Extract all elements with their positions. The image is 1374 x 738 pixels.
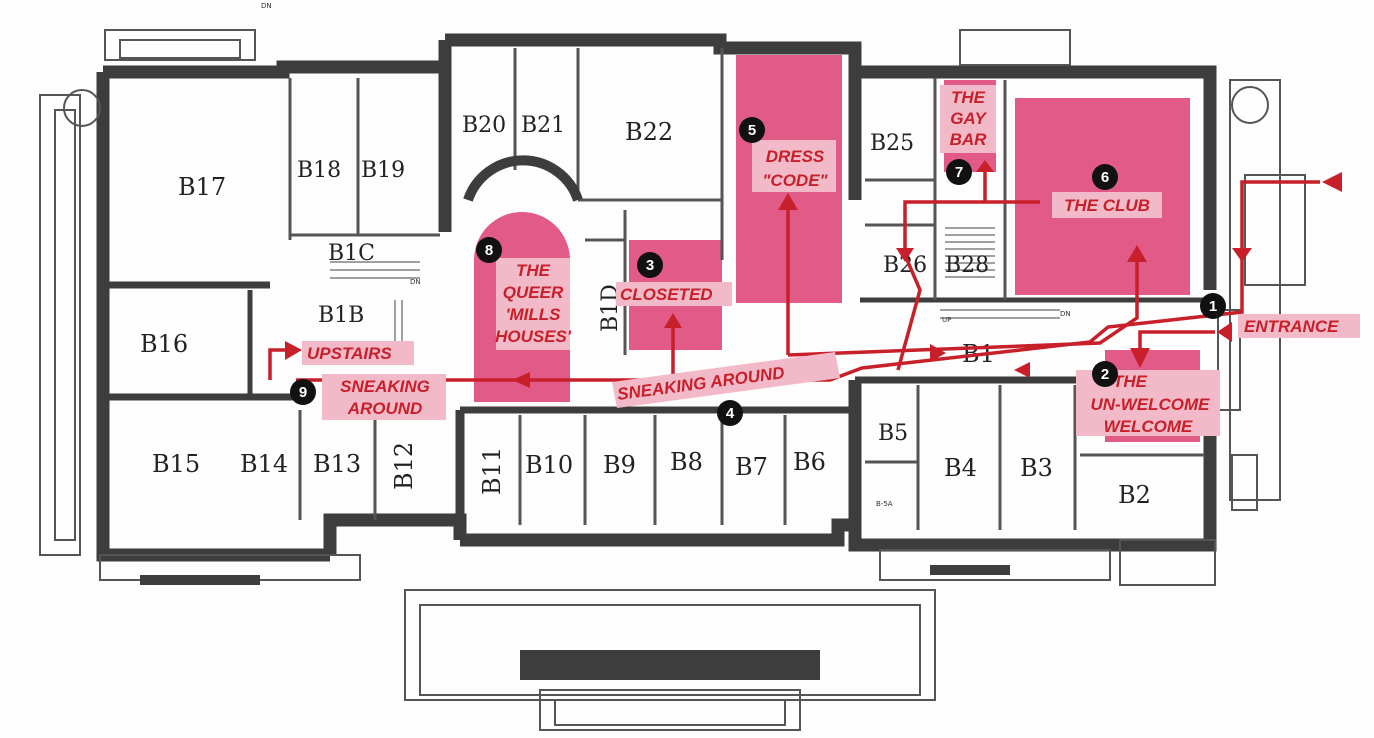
room-b17: B17 bbox=[178, 173, 226, 201]
room-partitions bbox=[288, 48, 1205, 530]
room-b1b: B1B bbox=[318, 303, 364, 328]
room-b18: B18 bbox=[297, 158, 341, 183]
route-arrowheads bbox=[285, 160, 1342, 388]
label-the-club[interactable]: THE CLUB bbox=[1064, 196, 1150, 215]
room-labels: B17 B18 B19 B20 B21 B22 B25 B26 B28 B1C … bbox=[140, 2, 1151, 509]
room-b8: B8 bbox=[670, 448, 703, 476]
label-sneaking-around-2a: SNEAKING bbox=[340, 377, 430, 396]
label-gay-bar-3: BAR bbox=[950, 130, 988, 149]
label-dress-code-1: DRESS bbox=[766, 147, 825, 166]
svg-text:7: 7 bbox=[955, 164, 963, 181]
marker-9[interactable]: 9 bbox=[290, 379, 316, 405]
room-b2: B2 bbox=[1118, 481, 1151, 509]
marker-8[interactable]: 8 bbox=[476, 237, 502, 263]
label-unwelcome-1: THE bbox=[1113, 372, 1148, 391]
marker-1[interactable]: 1 bbox=[1200, 293, 1226, 319]
room-b11: B11 bbox=[478, 447, 506, 495]
svg-text:5: 5 bbox=[748, 122, 756, 139]
stair-dn-b1c: DN bbox=[410, 278, 421, 286]
label-dress-code-2: "CODE" bbox=[762, 171, 828, 190]
label-queer-4: HOUSES' bbox=[495, 327, 572, 346]
label-queer-3: 'MILLS bbox=[505, 305, 561, 324]
room-b5: B5 bbox=[878, 421, 908, 446]
svg-text:8: 8 bbox=[485, 242, 493, 259]
marker-5[interactable]: 5 bbox=[739, 117, 765, 143]
exterior-features bbox=[39, 29, 1306, 731]
svg-text:3: 3 bbox=[646, 257, 654, 274]
label-unwelcome-2: UN-WELCOME bbox=[1091, 395, 1211, 414]
room-b4: B4 bbox=[944, 454, 977, 482]
marker-4[interactable]: 4 bbox=[717, 400, 743, 426]
room-b20: B20 bbox=[462, 113, 506, 138]
label-queer-2: QUEER bbox=[503, 283, 564, 302]
marker-3[interactable]: 3 bbox=[637, 252, 663, 278]
label-unwelcome-3: WELCOME bbox=[1104, 417, 1193, 436]
stair-dn-top: DN bbox=[261, 2, 272, 10]
room-b25: B25 bbox=[870, 131, 914, 156]
room-b6: B6 bbox=[793, 448, 826, 476]
marker-2[interactable]: 2 bbox=[1092, 361, 1118, 387]
label-entrance[interactable]: ENTRANCE bbox=[1244, 317, 1339, 336]
label-queer-1: THE bbox=[516, 261, 551, 280]
room-b10: B10 bbox=[525, 451, 573, 479]
step-markers: 1 2 3 4 5 6 7 8 9 bbox=[290, 117, 1226, 426]
label-gay-bar-2: GAY bbox=[950, 109, 987, 128]
stair-up-b1: UP bbox=[942, 316, 951, 324]
room-b21: B21 bbox=[521, 113, 565, 138]
room-b28: B28 bbox=[945, 253, 989, 278]
marker-7[interactable]: 7 bbox=[946, 159, 972, 185]
label-sneaking-around-2b: AROUND bbox=[347, 399, 423, 418]
room-b16: B16 bbox=[140, 330, 188, 358]
room-b14: B14 bbox=[240, 450, 288, 478]
svg-text:9: 9 bbox=[299, 384, 307, 401]
room-b22: B22 bbox=[625, 118, 673, 146]
room-b1c: B1C bbox=[328, 241, 375, 266]
label-sneaking-around-1: SNEAKING AROUND bbox=[616, 363, 785, 404]
svg-text:6: 6 bbox=[1101, 169, 1109, 186]
svg-text:2: 2 bbox=[1101, 366, 1109, 383]
room-b5a: B-5A bbox=[876, 500, 893, 508]
label-upstairs[interactable]: UPSTAIRS bbox=[307, 344, 392, 363]
room-b15: B15 bbox=[152, 450, 200, 478]
label-closeted[interactable]: CLOSETED bbox=[620, 285, 713, 304]
room-b12: B12 bbox=[390, 442, 418, 490]
room-b3: B3 bbox=[1020, 454, 1053, 482]
svg-text:1: 1 bbox=[1209, 298, 1217, 315]
room-b7: B7 bbox=[735, 453, 768, 481]
svg-text:4: 4 bbox=[726, 405, 735, 422]
room-b19: B19 bbox=[361, 158, 405, 183]
rotunda-arch bbox=[463, 155, 583, 202]
label-backgrounds bbox=[302, 85, 1360, 436]
stair-dn-b28: DN bbox=[1060, 310, 1071, 318]
room-b13: B13 bbox=[313, 450, 361, 478]
label-gay-bar-1: THE bbox=[951, 88, 986, 107]
marker-6[interactable]: 6 bbox=[1092, 164, 1118, 190]
room-b9: B9 bbox=[603, 451, 636, 479]
